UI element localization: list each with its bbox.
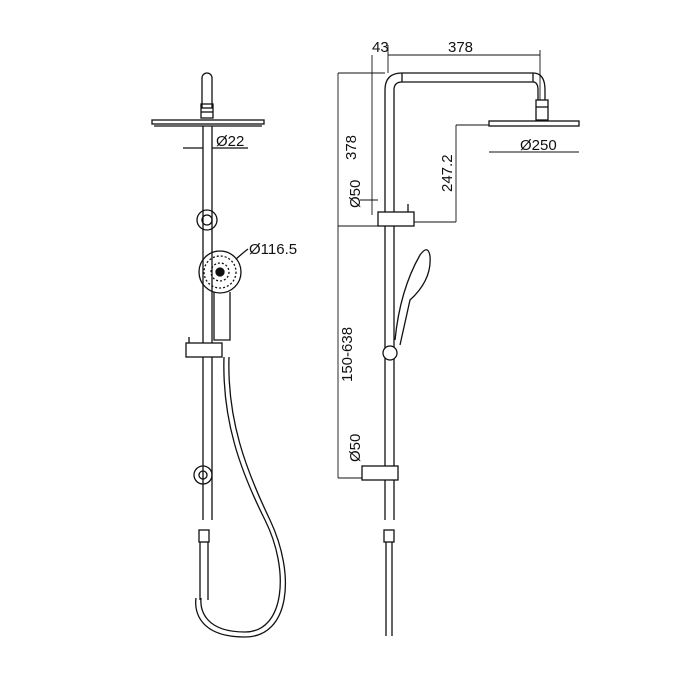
label-adjustable-range: 150-638 <box>339 327 356 382</box>
label-arm-reach: 378 <box>448 39 473 56</box>
ring-bracket-lower <box>193 465 213 485</box>
bottom-bracket <box>361 465 399 481</box>
label-bottom-bracket-diameter: Ø50 <box>347 434 364 462</box>
label-head-drop: 247.2 <box>439 154 456 192</box>
rain-head <box>488 120 580 127</box>
handshower-head <box>198 250 242 294</box>
dimension-lines <box>337 45 579 479</box>
slide-bracket <box>185 342 223 358</box>
label-arm-offset: 43 <box>372 39 389 56</box>
shower-hose <box>200 356 281 633</box>
riser-arm <box>384 72 546 212</box>
handshower-side <box>394 249 431 346</box>
label-handshower-diameter: Ø116.5 <box>249 241 297 258</box>
rain-head-edge <box>151 119 265 125</box>
top-bracket <box>377 211 415 227</box>
ring-bracket-upper <box>196 209 218 231</box>
handshower-handle <box>213 292 231 341</box>
slider-knob <box>382 345 398 361</box>
label-head-diameter: Ø250 <box>520 137 557 154</box>
side-view <box>361 72 580 636</box>
label-arm-diameter: Ø22 <box>216 133 244 150</box>
shower-arm-top <box>201 72 213 108</box>
label-top-bracket-diameter: Ø50 <box>347 180 364 208</box>
label-riser-height: 378 <box>343 135 360 160</box>
front-view <box>151 72 287 638</box>
